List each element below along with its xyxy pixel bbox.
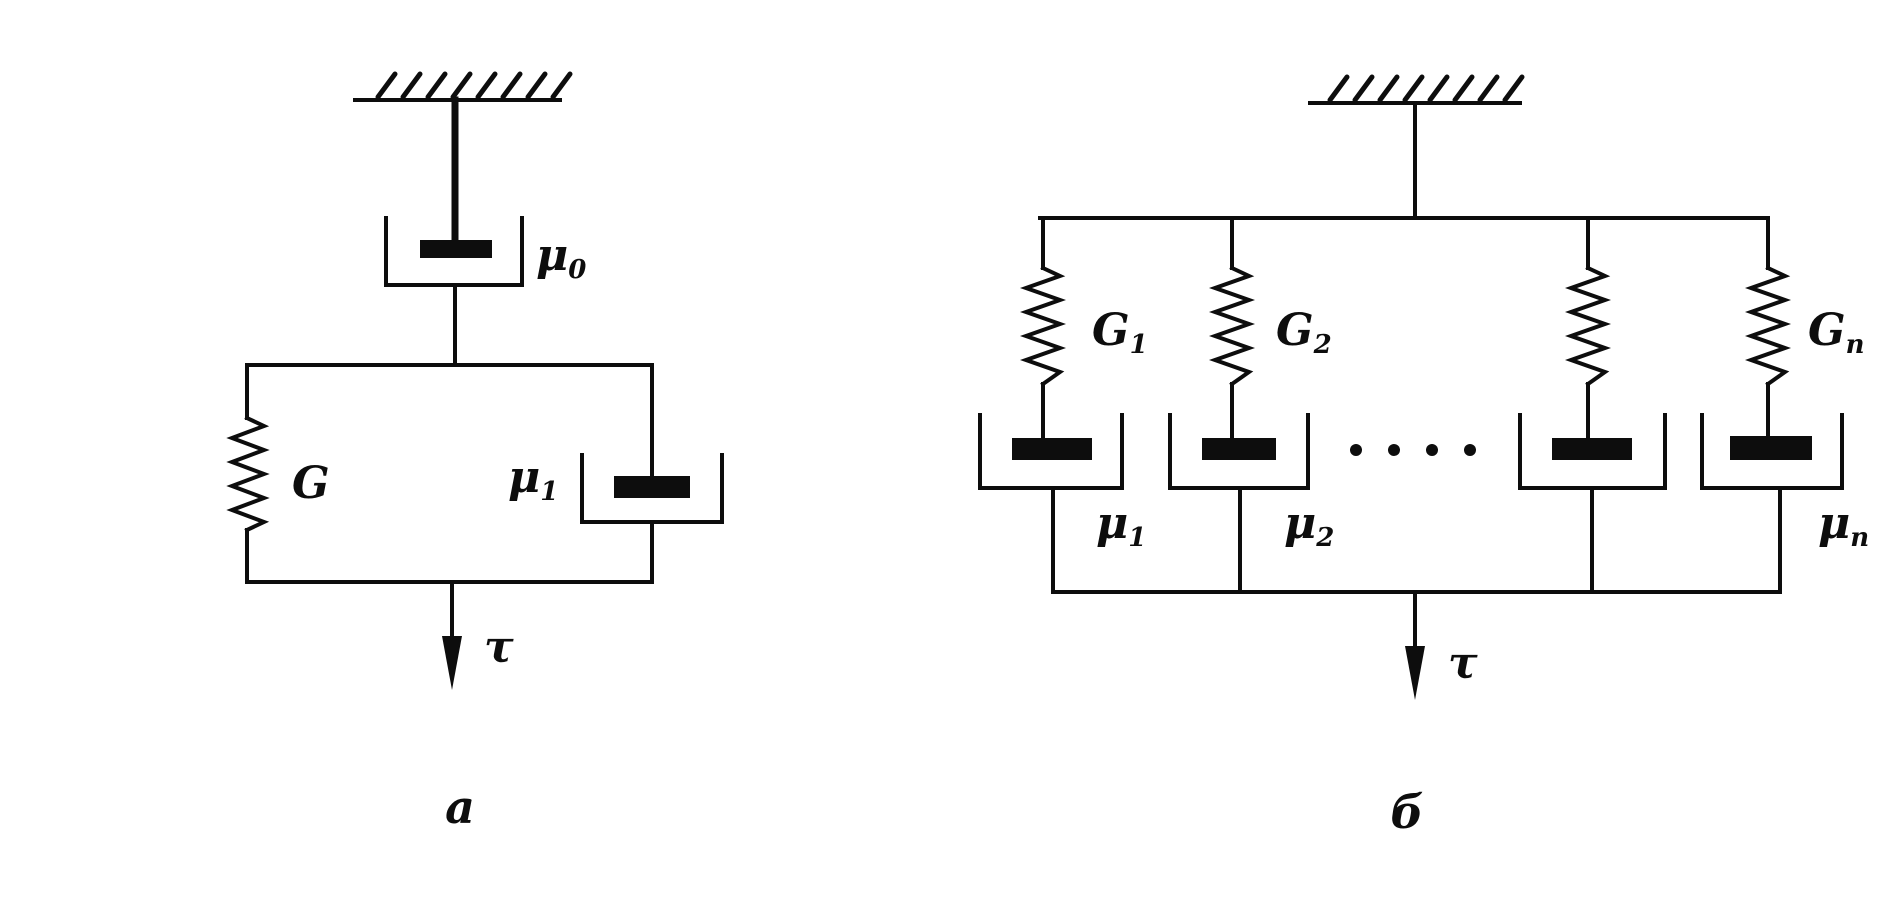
- ellipsis-dots: [1350, 444, 1476, 456]
- label-mu2-b: μ2: [1284, 498, 1334, 553]
- caption-a: а: [445, 780, 475, 834]
- fixed-support-b: [1308, 74, 1525, 105]
- label-mu1: μ1: [508, 452, 558, 507]
- label-mu1-b: μ1: [1096, 498, 1146, 553]
- spring-g2: [1208, 265, 1256, 387]
- spring-gn: [1744, 265, 1792, 387]
- caption-b: б: [1390, 785, 1423, 839]
- spring-g1: [1019, 265, 1067, 387]
- label-mu0: μ0: [536, 230, 586, 285]
- label-gn: Gn: [1808, 305, 1864, 360]
- label-g1: G1: [1092, 305, 1148, 360]
- label-tau-b: τ: [1448, 638, 1478, 689]
- label-g2: G2: [1276, 305, 1332, 360]
- maxwell-branch-n: [1700, 216, 1844, 594]
- label-g: G: [292, 458, 330, 509]
- figure-b: G1 μ1 G2 μ2: [978, 74, 1869, 839]
- label-tau-a: τ: [484, 622, 514, 673]
- maxwell-branch-1: [978, 216, 1124, 594]
- fixed-support-a: [353, 71, 573, 102]
- load-arrow-b: [1405, 590, 1425, 700]
- spring-g3: [1564, 265, 1612, 387]
- maxwell-branch-2: [1168, 216, 1310, 594]
- spring-g: [226, 415, 270, 533]
- load-arrow-a: [442, 580, 462, 690]
- dashpot-mu0: [384, 216, 524, 367]
- maxwell-branch-3: [1518, 216, 1667, 594]
- dashpot-mun-b: [1700, 413, 1844, 490]
- figure-a: μ0 G μ1 τ а: [226, 71, 724, 834]
- label-mun-b: μn: [1818, 498, 1869, 553]
- kelvin-voigt-unit: [226, 363, 724, 584]
